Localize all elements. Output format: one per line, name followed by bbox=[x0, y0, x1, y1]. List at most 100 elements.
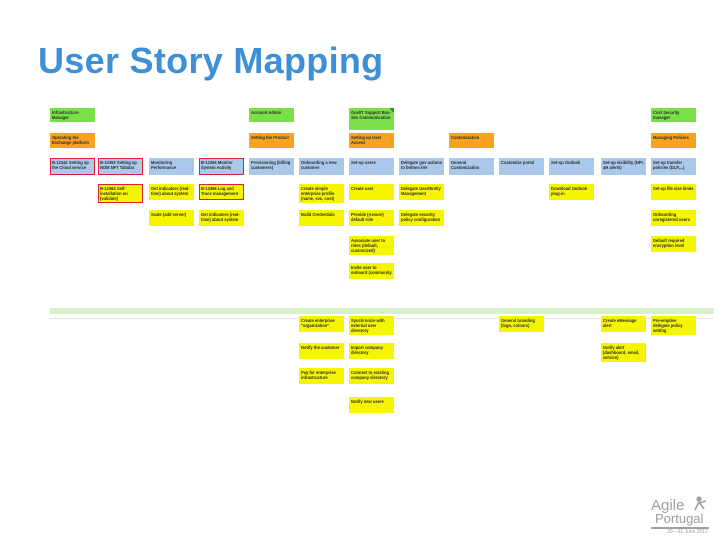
card-text: B-12364 Self-installation on (validate) bbox=[100, 186, 128, 202]
card-text: Notify new users bbox=[351, 399, 384, 404]
card-text: Create enterprise "organization" bbox=[301, 318, 335, 329]
card-text: Connect to existing company directory bbox=[351, 370, 389, 381]
card-text: Gov/IT Support Bus-Svc Communication bbox=[351, 110, 391, 121]
card-text: Create simple enterprise profile (name, … bbox=[301, 186, 335, 202]
story-card[interactable]: Create simple enterprise profile (name, … bbox=[299, 184, 344, 204]
story-card[interactable]: Build Credentials bbox=[299, 210, 344, 226]
card-text: Set-up file size limits bbox=[653, 186, 694, 191]
story-card[interactable]: Get indicators (real-time) about system bbox=[149, 184, 194, 200]
card-text: Monitoring Performance bbox=[151, 160, 177, 171]
card-text: Managing Policies bbox=[653, 135, 689, 140]
story-card[interactable]: Onboarding unregistered users bbox=[651, 210, 696, 226]
backbone-card[interactable]: Set-up transfer policies (DLP,...) bbox=[651, 158, 696, 175]
story-card-release-2[interactable]: Notify new users bbox=[349, 397, 394, 413]
backbone-card[interactable]: B-12342 Setting up the Cloud service bbox=[50, 158, 95, 175]
card-text: Get indicators (real-time) about system bbox=[151, 186, 190, 197]
story-card[interactable]: Download Outlook plug-in bbox=[549, 184, 594, 200]
story-card[interactable]: Delegate User/Entity Management bbox=[399, 184, 444, 200]
logo-date: 30—31 June 2012 bbox=[667, 529, 708, 535]
story-card[interactable]: Default required encryption level bbox=[651, 236, 696, 252]
story-card[interactable]: Invite user to onboard (community bbox=[349, 263, 394, 279]
story-card-release-2[interactable]: Notify alert (dashboard, email, service) bbox=[601, 343, 646, 363]
card-text: Default required encryption level bbox=[653, 238, 685, 249]
activity-card[interactable]: Managing Policies bbox=[651, 133, 696, 148]
story-card[interactable]: Set-up file size limits bbox=[651, 184, 696, 200]
card-text: Delegate security policy configuration bbox=[401, 212, 441, 223]
card-text: Download Outlook plug-in bbox=[551, 186, 588, 197]
card-text: Delegate gov actions to bottom tier bbox=[401, 160, 442, 171]
backbone-card[interactable]: B-12363 Setting up NOM NFT Tabular bbox=[98, 158, 143, 175]
story-card[interactable]: B-12366 Log and Trace management bbox=[199, 184, 244, 200]
card-text: Get indicators (real-time) about system bbox=[201, 212, 240, 223]
card-text: Operating the Exchange platform bbox=[52, 135, 89, 146]
card-text: Account Admin bbox=[251, 110, 282, 115]
backbone-card[interactable]: Onboarding a new customer bbox=[299, 158, 344, 175]
story-card[interactable]: Provide (Assure) default role bbox=[349, 210, 394, 226]
card-text: Notify the customer bbox=[301, 345, 340, 350]
card-text: Set-up visibility (NPI, 4H alerts) bbox=[603, 160, 644, 171]
story-card[interactable]: Scale (add server) bbox=[149, 210, 194, 226]
story-card-release-2[interactable]: Create enterprise "organization" bbox=[299, 316, 344, 332]
activity-card[interactable]: Operating the Exchange platform bbox=[50, 133, 95, 148]
card-corner-marker bbox=[389, 108, 394, 113]
story-card[interactable]: B-12364 Self-installation on (validate) bbox=[98, 184, 143, 204]
persona-card[interactable]: Account Admin bbox=[249, 108, 294, 122]
card-text: Set-up users bbox=[351, 160, 376, 165]
card-text: Build Credentials bbox=[301, 212, 335, 217]
card-text: Invite user to onboard (community bbox=[351, 265, 392, 276]
card-text: B-12342 Setting up the Cloud service bbox=[52, 160, 89, 171]
story-card[interactable]: Create user bbox=[349, 184, 394, 200]
backbone-card[interactable]: Provisioning (billing customers) bbox=[249, 158, 294, 175]
release-separator bbox=[50, 308, 714, 314]
backbone-card[interactable]: Monitoring Performance bbox=[149, 158, 194, 175]
persona-card[interactable]: Gov/IT Support Bus-Svc Communication bbox=[349, 108, 394, 130]
story-card-release-2[interactable]: Import company directory bbox=[349, 343, 394, 359]
story-card[interactable]: Delegate security policy configuration bbox=[399, 210, 444, 226]
logo-line-1: Agile bbox=[651, 497, 685, 514]
card-text: General branding (logo, colours) bbox=[501, 318, 535, 329]
backbone-card[interactable]: B-12365 Monitor System Activity bbox=[199, 158, 244, 175]
card-text: Cust Security manager bbox=[653, 110, 680, 121]
card-text: Customization bbox=[451, 135, 480, 140]
card-text: General Customization bbox=[451, 160, 480, 171]
logo-figure-icon bbox=[694, 496, 707, 511]
story-card-release-2[interactable]: Create eMessage alert bbox=[601, 316, 646, 332]
card-text: Setting the Product bbox=[251, 135, 289, 140]
activity-card[interactable]: Setting up User Access bbox=[349, 133, 394, 148]
backbone-card[interactable]: Set-up Outlook bbox=[549, 158, 594, 175]
backbone-card[interactable]: General Customization bbox=[449, 158, 494, 175]
card-text: Infrastructure Manager bbox=[52, 110, 79, 121]
backbone-card[interactable]: Set-up users bbox=[349, 158, 394, 175]
card-text: Set-up Outlook bbox=[551, 160, 581, 165]
backbone-card[interactable]: Set-up visibility (NPI, 4H alerts) bbox=[601, 158, 646, 175]
card-text: Synchronize with external user directory bbox=[351, 318, 385, 334]
backbone-card[interactable]: Delegate gov actions to bottom tier bbox=[399, 158, 444, 175]
card-text: B-12365 Monitor System Activity bbox=[201, 160, 233, 171]
story-card-release-2[interactable]: Notify the customer bbox=[299, 343, 344, 359]
story-card-release-2[interactable]: Pre-emptive delegate policy setting bbox=[651, 316, 696, 336]
activity-card[interactable]: Setting the Product bbox=[249, 133, 294, 148]
card-text: Delegate User/Entity Management bbox=[401, 186, 441, 197]
card-text: Import company directory bbox=[351, 345, 383, 356]
persona-card[interactable]: Infrastructure Manager bbox=[50, 108, 95, 123]
story-card-release-2[interactable]: Pay for enterprise infrastructure bbox=[299, 368, 344, 384]
logo-divider bbox=[651, 527, 709, 529]
story-card-release-2[interactable]: Synchronize with external user directory bbox=[349, 316, 394, 336]
card-text: Onboarding a new customer bbox=[301, 160, 337, 171]
story-card[interactable]: Get indicators (real-time) about system bbox=[199, 210, 244, 226]
story-card-release-2[interactable]: General branding (logo, colours) bbox=[499, 316, 544, 332]
card-text: Create eMessage alert bbox=[603, 318, 637, 329]
card-text: Setting up User Access bbox=[351, 135, 382, 146]
card-text: Customize portal bbox=[501, 160, 535, 165]
persona-card[interactable]: Cust Security manager bbox=[651, 108, 696, 123]
activity-card[interactable]: Customization bbox=[449, 133, 494, 148]
page-title: User Story Mapping bbox=[38, 40, 384, 81]
backbone-card[interactable]: Customize portal bbox=[499, 158, 544, 175]
card-text: Scale (add server) bbox=[151, 212, 187, 217]
logo-line-2: Portugal bbox=[655, 511, 704, 526]
story-card-release-2[interactable]: Connect to existing company directory bbox=[349, 368, 394, 384]
card-text: Onboarding unregistered users bbox=[653, 212, 690, 223]
story-card[interactable]: Associate user to roles (default, custom… bbox=[349, 236, 394, 256]
agile-portugal-logo: Agile Portugal 30—31 June 2012 bbox=[651, 495, 713, 541]
card-text: Associate user to roles (default, custom… bbox=[351, 238, 386, 254]
